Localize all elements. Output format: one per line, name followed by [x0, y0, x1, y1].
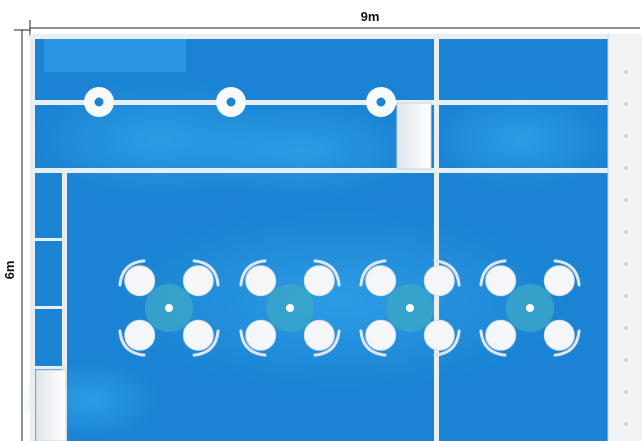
chair: [303, 259, 341, 297]
right-side-panel: [607, 34, 642, 441]
beam-vertical-center: [434, 34, 439, 441]
panel-light-dot: [624, 262, 628, 266]
panel-light-dot: [624, 134, 628, 138]
chair: [303, 319, 341, 357]
outer-wall-top: [32, 34, 610, 39]
chair: [543, 319, 581, 357]
width-dimension: 9m: [29, 9, 640, 36]
chair: [239, 259, 277, 297]
shelf-line: [32, 366, 64, 369]
chair: [118, 319, 156, 357]
panel-light-dot: [624, 358, 628, 362]
panel-light-dot: [624, 326, 628, 330]
floor-light-glow: [180, 100, 420, 200]
beam-vertical-left: [62, 170, 67, 441]
table-center-item: [406, 304, 414, 312]
chair: [359, 259, 397, 297]
panel-light-dot: [624, 422, 628, 426]
chair: [182, 259, 220, 297]
height-dimension: 6m: [2, 29, 30, 441]
chair: [182, 319, 220, 357]
ceiling-light: [216, 87, 246, 117]
chair: [423, 259, 461, 297]
meeting-table-set: [359, 259, 461, 357]
chair: [359, 319, 397, 357]
ceiling-light: [84, 87, 114, 117]
outer-wall-left: [30, 34, 35, 441]
floor-light-glow: [430, 90, 610, 190]
chair: [423, 319, 461, 357]
panel-light-dot: [624, 230, 628, 234]
panel-light-dot: [624, 390, 628, 394]
table-center-item: [286, 304, 294, 312]
height-label: 6m: [2, 261, 17, 280]
beam-horizontal-lower: [32, 168, 610, 173]
chair: [479, 319, 517, 357]
chair: [118, 259, 156, 297]
panel-light-dot: [624, 70, 628, 74]
display-counter: [44, 38, 186, 72]
meeting-tables: [118, 259, 581, 357]
shelf-line: [32, 238, 64, 241]
meeting-table-set: [239, 259, 341, 357]
chair: [479, 259, 517, 297]
meeting-table-set: [479, 259, 581, 357]
beam-horizontal-upper: [32, 100, 610, 105]
width-label: 9m: [361, 9, 380, 24]
booth-walls: [30, 34, 610, 441]
ceiling-light: [366, 87, 396, 117]
shelf-line: [32, 306, 64, 309]
table-center-item: [526, 304, 534, 312]
panel-light-dot: [624, 166, 628, 170]
panel-light-dot: [624, 294, 628, 298]
side-panel-wall: [608, 34, 642, 441]
chair: [543, 259, 581, 297]
table-center-item: [165, 304, 173, 312]
storage-door: [396, 102, 432, 170]
ceiling-lights: [84, 87, 396, 117]
chair: [239, 319, 277, 357]
corner-cabinet: [35, 369, 67, 441]
panel-light-dot: [624, 198, 628, 202]
meeting-table-set: [118, 259, 220, 357]
panel-light-dot: [624, 102, 628, 106]
